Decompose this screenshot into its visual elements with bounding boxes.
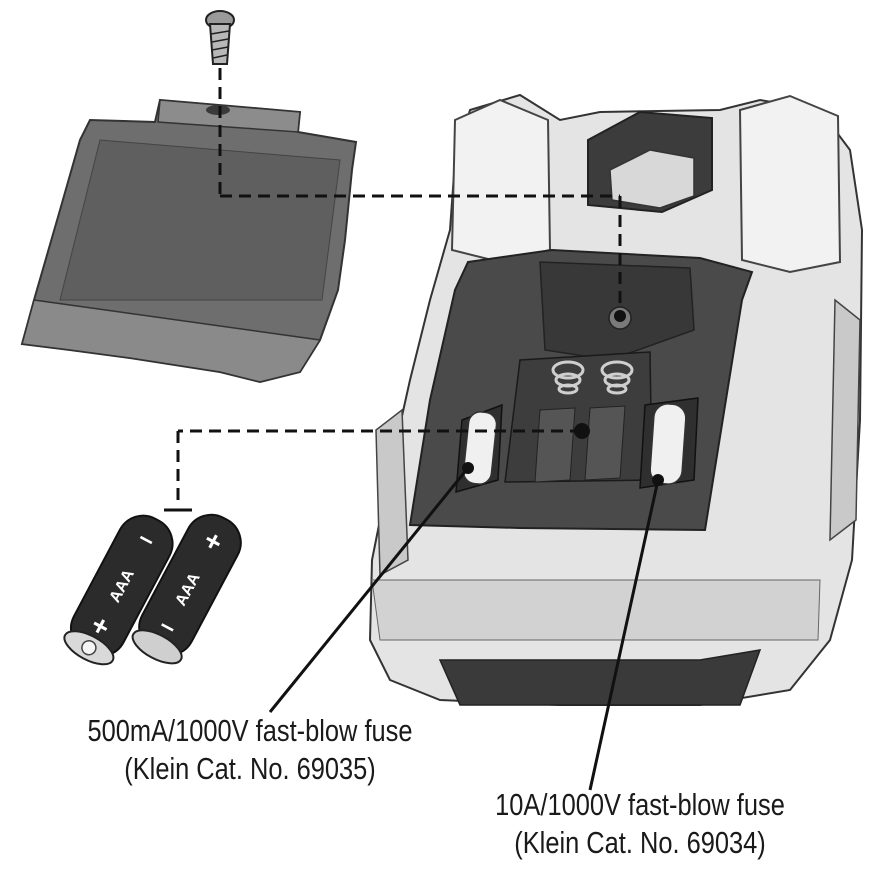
fuse-500ma-leader [268, 467, 470, 713]
fuse-10a-callout: 10A/1000V fast-blow fuse (Klein Cat. No.… [468, 786, 812, 862]
battery-cover [20, 98, 358, 384]
aaa-battery: + AAA – [63, 514, 174, 666]
fuse-500ma-dot [462, 462, 474, 474]
screw-leader [218, 68, 622, 306]
battery-bay-dot [574, 423, 590, 439]
fuse-500ma-callout: 500mA/1000V fast-blow fuse (Klein Cat. N… [78, 712, 422, 788]
fuse-name: 500mA/1000V fast-blow fuse [87, 713, 413, 748]
battery-fuse-compartment [408, 248, 754, 532]
fuse-10a-dot [652, 474, 664, 486]
fuse-catalog-number: (Klein Cat. No. 69035) [124, 751, 376, 786]
battery-leader [176, 429, 582, 505]
fuse-name: 10A/1000V fast-blow fuse [495, 787, 785, 822]
battery-spring [551, 360, 585, 395]
aaa-battery: + AAA – [131, 513, 242, 665]
fuse-10a [639, 397, 699, 489]
fuse-10a-leader [588, 479, 660, 791]
screw-hole-dot [614, 310, 626, 322]
screw [205, 10, 235, 65]
battery-spring [600, 360, 634, 395]
fuse-catalog-number: (Klein Cat. No. 69034) [514, 825, 766, 860]
